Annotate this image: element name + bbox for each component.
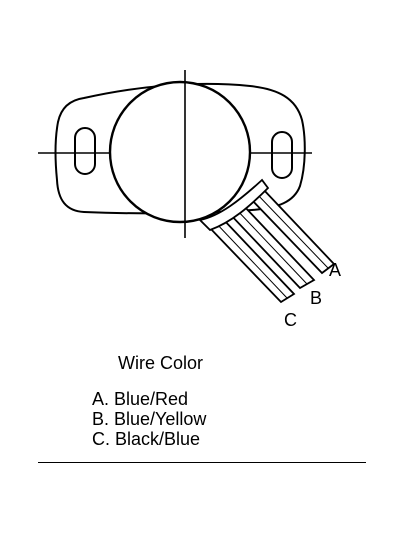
legend-item-c: C. Black/Blue xyxy=(92,429,201,449)
wire-c-stripe xyxy=(214,221,288,299)
wire-color-legend: A. Blue/Red B. Blue/Yellow C. Black/Blue xyxy=(92,389,206,449)
legend-item-a: A. Blue/Red xyxy=(92,389,189,409)
sensor-round-body xyxy=(108,80,252,224)
wire-a-stripe xyxy=(255,192,329,269)
legend-item-b: B. Blue/Yellow xyxy=(92,409,207,429)
wire-exit-boot xyxy=(198,178,270,232)
legend-title: Wire Color xyxy=(118,353,204,373)
wire-label-c: C xyxy=(284,310,297,330)
wire-label-a: A xyxy=(329,260,341,280)
wire-label-b: B xyxy=(310,288,322,308)
wire-b-stripe xyxy=(234,207,308,285)
left-mounting-slot xyxy=(74,127,96,175)
bottom-divider xyxy=(38,462,366,463)
right-mounting-slot xyxy=(271,131,293,179)
